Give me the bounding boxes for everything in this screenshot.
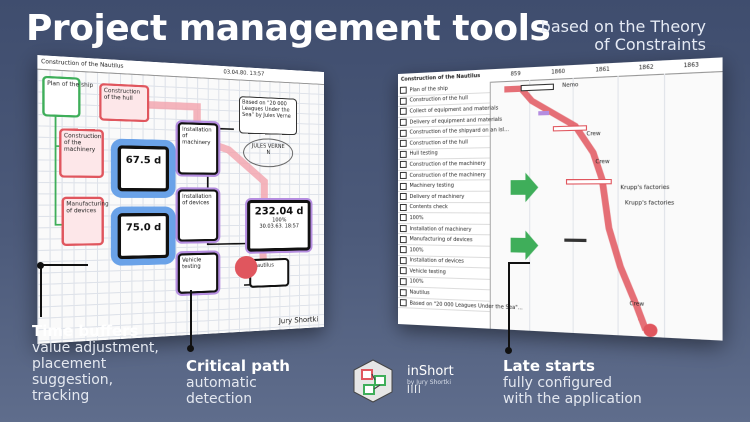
node-hull-label: Construction of the hull — [103, 87, 141, 103]
project-note: Based on "20 000 Leagues Under the Sea" … — [238, 96, 298, 136]
critical-path-line-1: automatic — [186, 375, 257, 391]
task-row-11[interactable]: Delivery of machinery — [398, 191, 490, 203]
app-name: inShort — [407, 364, 454, 379]
network-diagram-panel: Construction of the Nautilus 03.04.80. 1… — [37, 55, 324, 344]
project-buffer: 232.04 d 100% 30.03.63. 18:57 — [247, 200, 311, 252]
app-byline: by Jury Shortki — [407, 379, 452, 386]
resource-factories-1: Krupp's factories — [620, 184, 670, 192]
time-buffer-2-value: 75.0 d — [125, 222, 162, 234]
callout-dot-late — [505, 347, 512, 354]
critical-path-heading: Critical path — [186, 357, 290, 375]
author-stamp: JULES VERNE N — [243, 137, 294, 168]
callout-critical-path: Critical path automatic detection — [186, 357, 290, 407]
node-plan: Plan of the ship — [42, 75, 94, 118]
subtitle-line-2: of Constraints — [594, 35, 706, 54]
task-list: Plan of the ship Construction of the hul… — [398, 81, 523, 329]
gantt-panel: Construction of the Nautilus 859 1860 18… — [398, 57, 723, 340]
task-row-21[interactable]: Based on "20 000 Leagues Under the Sea".… — [398, 297, 523, 313]
time-buffer-1-value: 67.5 d — [125, 155, 162, 167]
node-machinery-label: Construction of the machinery — [63, 132, 102, 154]
year-3: 1861 — [595, 66, 610, 74]
page-title: Project management tools — [26, 8, 551, 49]
node-install-machinery-label: Installation of machinery — [182, 126, 212, 147]
callout-time-buffers: Time buffers value adjustment, placement… — [32, 322, 159, 404]
task-row-9[interactable]: Construction of the machinery — [398, 169, 490, 182]
app-badge: inShort by Jury Shortki ꟾꟾꟾꟾ — [407, 364, 454, 396]
resource-crew-2: Crew — [595, 158, 610, 166]
late-starts-heading: Late starts — [503, 357, 595, 375]
year-2: 1860 — [551, 68, 566, 76]
task-row-12[interactable]: Contents check — [398, 202, 490, 214]
app-logo — [350, 358, 396, 404]
year-4: 1862 — [638, 64, 654, 72]
node-vehicle-testing: Vehicle testing — [177, 252, 219, 295]
callout-line-buffers-h — [40, 264, 88, 266]
gantt-timeline — [490, 71, 723, 341]
project-buffer-date: 30.03.63. 18:57 — [259, 223, 299, 230]
callout-dot-critical — [187, 345, 194, 352]
project-buffer-value: 232.04 d — [254, 206, 304, 218]
resource-nemo: Nemo — [562, 81, 579, 90]
time-buffers-line-2: placement — [32, 356, 107, 372]
callout-line-late-h — [508, 262, 530, 264]
callout-line-late — [508, 262, 510, 350]
callout-line-critical — [190, 290, 192, 348]
time-buffers-line-3: suggestion, — [32, 372, 114, 388]
node-devices-label: Manufacturing of devices — [66, 201, 109, 215]
node-machinery: Construction of the machinery — [59, 128, 104, 179]
time-buffers-heading: Time buffers — [32, 322, 139, 340]
callout-late-starts: Late starts fully configured with the ap… — [503, 357, 642, 407]
resource-crew-1: Crew — [586, 130, 601, 138]
node-plan-label: Plan of the ship — [47, 80, 94, 90]
time-buffer-2: 75.0 d — [117, 212, 170, 260]
page-subtitle: based on the Theory of Constraints — [541, 18, 706, 54]
author-stamp-code: N — [266, 149, 271, 156]
subtitle-line-1: based on the Theory — [540, 17, 706, 36]
critical-path-line-2: detection — [186, 391, 253, 407]
task-row-10[interactable]: Machinery testing — [398, 180, 490, 192]
node-install-machinery: Installation of machinery — [177, 122, 219, 175]
resource-factories-2: Krupp's factories — [624, 200, 675, 207]
app-logo-icon — [353, 359, 393, 403]
resource-crew-3: Crew — [629, 300, 645, 308]
node-vehicle-testing-label: Vehicle testing — [182, 257, 202, 271]
late-starts-line-1: fully configured — [503, 375, 612, 391]
time-buffers-line-1: value adjustment, — [32, 340, 159, 356]
year-1: 859 — [510, 70, 521, 78]
year-5: 1863 — [683, 61, 699, 70]
gantt-project-name: Construction of the Nautilus — [400, 72, 481, 83]
node-install-devices-label: Installation of devices — [182, 193, 212, 207]
late-starts-line-2: with the application — [503, 391, 642, 407]
time-buffers-line-4: tracking — [32, 388, 90, 404]
node-install-devices: Installation of devices — [177, 189, 219, 242]
app-mark: ꟾꟾꟾꟾ — [407, 386, 422, 396]
time-buffer-1: 67.5 d — [117, 145, 170, 192]
node-hull: Construction of the hull — [99, 82, 150, 123]
project-note-text: Based on "20 000 Leagues Under the Sea" … — [242, 99, 291, 120]
node-devices: Manufacturing of devices — [61, 196, 109, 247]
callout-line-buffers — [40, 265, 42, 317]
